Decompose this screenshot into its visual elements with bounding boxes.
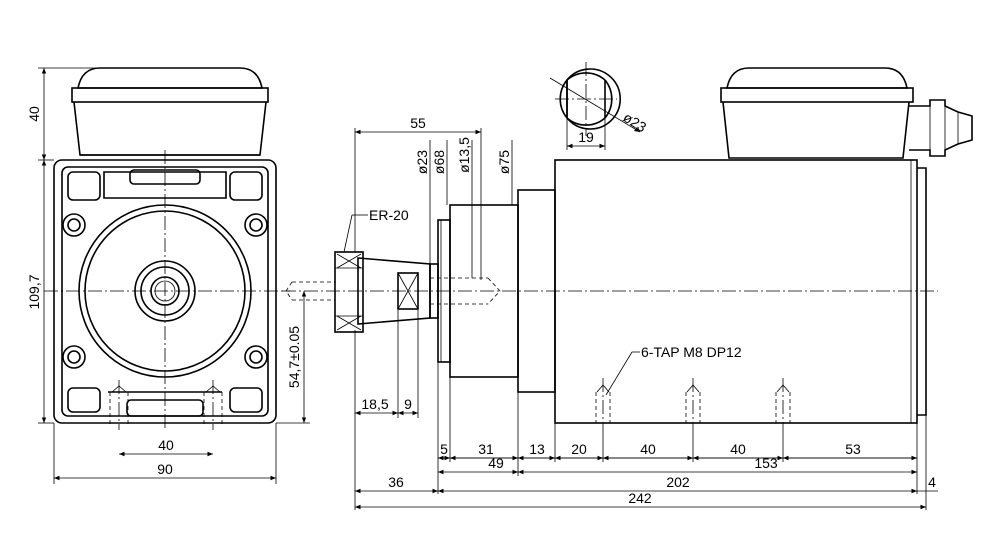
side-tapped-holes xyxy=(595,378,791,430)
front-terminal-box xyxy=(71,67,269,156)
dim-36-text: 36 xyxy=(388,474,404,490)
dim-40a-text: 40 xyxy=(640,441,656,457)
dim-front-center-height: 54,7±0.05 xyxy=(276,291,310,424)
side-spindle-collet xyxy=(285,251,501,333)
dim-side-row3: 36 202 4 xyxy=(355,474,938,494)
side-extension-lines xyxy=(354,362,927,510)
dim-9-text: 9 xyxy=(404,396,412,412)
dim-31-text: 31 xyxy=(478,441,494,457)
dim-side-row1: 5 31 13 20 40 40 53 xyxy=(438,441,917,461)
dim-d68-text: ø68 xyxy=(431,150,447,174)
dim-hole-spacing-text: 40 xyxy=(158,437,174,453)
dim-202-text: 202 xyxy=(666,474,690,490)
dim-53-text: 53 xyxy=(845,441,861,457)
dim-d13-5-text: ø13,5 xyxy=(456,137,472,173)
side-view: ER-20 6-TAP M8 DP12 55 ø23 ø68 ø13,5 ø75 xyxy=(282,67,973,510)
dim-55-text: 55 xyxy=(410,115,426,131)
dim-20-text: 20 xyxy=(571,441,587,457)
dim-front-top-height: 40 xyxy=(26,67,100,161)
dim-d75-text: ø75 xyxy=(496,150,512,174)
dim-width-text: 90 xyxy=(157,461,173,477)
dim-front-body-height: 109,7 xyxy=(26,160,54,424)
dim-side-row4: 242 xyxy=(355,490,926,510)
dim-front-width: 90 xyxy=(53,423,277,484)
dim-front-hole-spacing: 40 xyxy=(119,437,213,457)
dim-18-5-text: 18,5 xyxy=(361,396,388,412)
dim-242-text: 242 xyxy=(628,490,652,506)
dim-4-text: 4 xyxy=(928,474,936,490)
dim-40b-text: 40 xyxy=(730,441,746,457)
side-motor-body xyxy=(554,159,927,424)
dim-49-text: 49 xyxy=(488,455,504,471)
dim-center-height-text: 54,7±0.05 xyxy=(286,326,302,388)
dim-5-text: 5 xyxy=(440,441,448,457)
dim-body-height-text: 109,7 xyxy=(26,274,42,309)
label-collet: ER-20 xyxy=(343,207,409,253)
label-tap-text: 6-TAP M8 DP12 xyxy=(641,344,742,360)
front-mounting-holes xyxy=(62,213,268,369)
dim-13-text: 13 xyxy=(529,441,545,457)
shaft-detail: ø23 19 xyxy=(549,62,650,150)
label-tap: 6-TAP M8 DP12 xyxy=(605,344,742,396)
dim-top-height-text: 40 xyxy=(26,106,42,122)
detail-diameter-text: ø23 xyxy=(620,109,649,135)
front-view: 40 109,7 54,7±0.05 40 90 xyxy=(26,67,310,484)
dim-side-diameters: ø23 ø68 ø13,5 ø75 xyxy=(414,137,513,278)
dim-side-55: 55 xyxy=(354,115,482,280)
dim-153-text: 153 xyxy=(754,455,778,471)
label-collet-text: ER-20 xyxy=(369,207,409,223)
dim-side-row2: 49 153 xyxy=(438,455,917,475)
side-terminal-box xyxy=(720,67,973,159)
detail-flat-text: 19 xyxy=(578,129,594,145)
dim-d23-text: ø23 xyxy=(414,150,430,174)
dim-side-18-5-9: 18,5 9 xyxy=(354,310,419,418)
